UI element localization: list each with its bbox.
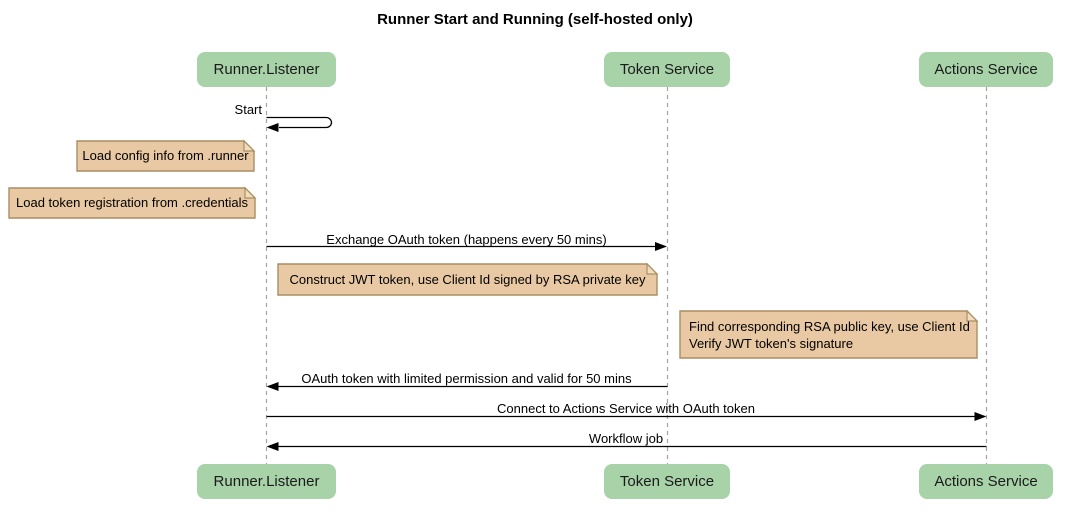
arrowhead-start bbox=[266, 123, 279, 132]
note-shape-construct-jwt bbox=[277, 263, 658, 296]
participant-bottom-runner-listener: Runner.Listener bbox=[197, 464, 336, 499]
participant-label: Runner.Listener bbox=[213, 61, 320, 78]
message-label-workflow-job: Workflow job bbox=[588, 431, 664, 446]
note-shape-load-token bbox=[8, 187, 256, 219]
note-line: Verify JWT token's signature bbox=[689, 336, 854, 351]
participant-label: Runner.Listener bbox=[213, 473, 320, 490]
note-fold-load-config bbox=[243, 139, 256, 152]
note-shape-verify-jwt bbox=[679, 310, 978, 359]
message-label-start: Start bbox=[234, 102, 262, 117]
participant-label: Token Service bbox=[619, 61, 715, 78]
participant-top-token-service: Token Service bbox=[604, 52, 730, 87]
arrowhead-exchange bbox=[655, 242, 667, 251]
note-shape-load-config bbox=[76, 140, 255, 172]
participant-bottom-actions-service: Actions Service bbox=[919, 464, 1053, 499]
participant-top-actions-service: Actions Service bbox=[919, 52, 1053, 87]
self-message-loop-start bbox=[266, 116, 333, 129]
note-text-construct-jwt: Construct JWT token, use Client Id signe… bbox=[289, 272, 646, 287]
arrowhead-connect bbox=[974, 412, 987, 421]
note-text-verify-jwt: Find corresponding RSA public key, use C… bbox=[689, 318, 977, 352]
participant-label: Token Service bbox=[619, 473, 715, 490]
note-fold-load-token bbox=[244, 186, 257, 199]
diagram-title: Runner Start and Running (self-hosted on… bbox=[377, 11, 693, 28]
note-fold-verify-jwt bbox=[966, 309, 979, 322]
arrowhead-oauth-return bbox=[266, 382, 279, 391]
note-text-load-token: Load token registration from .credential… bbox=[16, 195, 248, 210]
participant-top-runner-listener: Runner.Listener bbox=[197, 52, 336, 87]
message-label-oauth-return: OAuth token with limited permission and … bbox=[301, 371, 632, 386]
participant-bottom-token-service: Token Service bbox=[604, 464, 730, 499]
participant-label: Actions Service bbox=[934, 61, 1038, 78]
participant-label: Actions Service bbox=[934, 473, 1038, 490]
note-line: Find corresponding RSA public key, use C… bbox=[689, 319, 970, 334]
note-fold-construct-jwt bbox=[646, 262, 659, 275]
note-text-load-config: Load config info from .runner bbox=[82, 148, 249, 163]
message-label-connect: Connect to Actions Service with OAuth to… bbox=[497, 401, 755, 416]
arrowhead-workflow-job bbox=[266, 442, 279, 451]
message-label-exchange: Exchange OAuth token (happens every 50 m… bbox=[326, 232, 607, 247]
